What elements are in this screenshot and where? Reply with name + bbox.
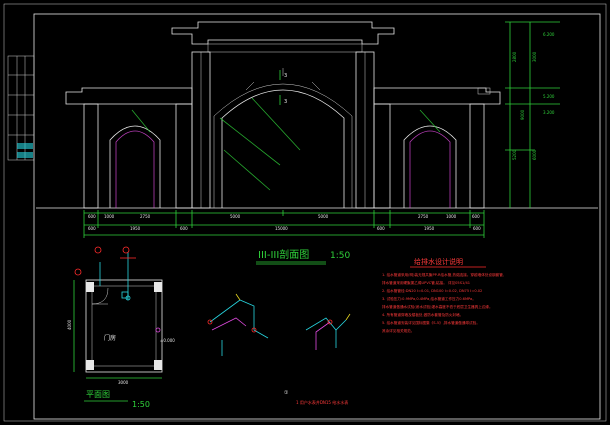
note-item-5: 排水管道做通水试验(闭水试验)灌水高度不低于底层卫生器具上边缘。 bbox=[382, 304, 493, 309]
top-dim-6: 2750 bbox=[418, 214, 429, 219]
bottom-dim-7: 600 bbox=[473, 226, 481, 231]
bottom-dim-5: 600 bbox=[377, 226, 385, 231]
top-dim-1: 600 bbox=[88, 214, 96, 219]
top-dim-4: 5000 bbox=[230, 214, 241, 219]
plan-height-dim: 4000 bbox=[67, 319, 72, 330]
floor-plan: 门房 ±0.000 3000 4000 bbox=[67, 246, 175, 385]
left-wing-cornice bbox=[65, 87, 193, 105]
plan-width-dim: 3000 bbox=[118, 380, 129, 385]
note-item-8: 其余详见相关规范。 bbox=[382, 328, 414, 333]
top-dimension-labels: 600 1000 2750 5000 5000 2750 1000 600 bbox=[88, 214, 480, 219]
note-item-4: 3. 试验压力:0.9MPa,0.4MPa,给水管道工作压力0.6MPa。 bbox=[382, 296, 476, 301]
top-dim-8: 600 bbox=[472, 214, 480, 219]
horizontal-dimensions bbox=[83, 210, 485, 238]
section-title-group: III-III剖面图 1:50 bbox=[256, 248, 350, 265]
height-dim-1: 2800 bbox=[512, 51, 517, 62]
left-title-block bbox=[7, 55, 35, 161]
section-cut-marks: 3 3 bbox=[279, 70, 287, 105]
height-dim-2: 3000 bbox=[532, 51, 537, 62]
notes-title: 给排水设计说明 bbox=[414, 257, 463, 266]
top-dim-2: 1000 bbox=[104, 214, 115, 219]
bottom-dim-2: 1950 bbox=[130, 226, 141, 231]
bottom-dimension-labels: 600 1950 600 15000 600 1950 600 bbox=[88, 226, 481, 231]
top-dim-7: 1000 bbox=[446, 214, 457, 219]
level-mark-1: 6.200 bbox=[543, 32, 555, 37]
bottom-dim-3: 600 bbox=[180, 226, 188, 231]
pipe-isometric-1 bbox=[207, 293, 269, 356]
height-dim-4: 6000 bbox=[532, 149, 537, 160]
pipe-isometric-2 bbox=[305, 313, 351, 350]
section-elevation bbox=[36, 21, 598, 209]
plan-room-label: 门房 bbox=[104, 334, 116, 342]
note-item-6: 4. 所有管道穿墙及楼板处,做防水套管及防火封堵。 bbox=[382, 312, 463, 317]
plan-title: 平面图 bbox=[86, 390, 110, 399]
central-roof-cornice bbox=[171, 21, 395, 45]
pipe-legend: ① 1 用户水表井DN15 给水水表 bbox=[284, 390, 348, 405]
plan-elevation: ±0.000 bbox=[160, 338, 175, 343]
level-mark-2: 5.200 bbox=[543, 94, 555, 99]
top-dim-3: 2750 bbox=[140, 214, 151, 219]
inner-frame bbox=[33, 13, 601, 420]
height-dim-5: 9000 bbox=[520, 109, 525, 120]
note-item-3: 2. 给水管管径:DN20 I=0.01, DN100 I=0.02, DN75… bbox=[382, 288, 482, 293]
bottom-dim-1: 600 bbox=[88, 226, 96, 231]
bottom-dim-4: 15000 bbox=[275, 226, 288, 231]
right-wing-cornice bbox=[373, 87, 501, 105]
note-item-1: 1. 给水管道采用(明)装无规共聚PP-R给水管,热熔连接。穿越墙体处设钢套管, bbox=[382, 272, 504, 277]
plan-scale: 1:50 bbox=[132, 400, 150, 409]
note-item-7: 5. 给水管道安装详见国标图集《S-5》,排水管道做通球试验。 bbox=[382, 320, 480, 325]
height-dimensions: 2800 3000 5200 6000 9000 6.200 5.200 3.2… bbox=[505, 21, 560, 208]
plan-outer-wall bbox=[85, 279, 163, 373]
design-notes: 给排水设计说明 1. 给水管道采用(明)装无规共聚PP-R给水管,热熔连接。穿越… bbox=[382, 257, 504, 333]
section-scale: 1:50 bbox=[330, 251, 350, 261]
plan-title-group: 平面图 1:50 bbox=[84, 390, 150, 409]
legend-text: 1 用户水表井DN15 给水水表 bbox=[296, 399, 348, 405]
plan-inner-wall bbox=[91, 285, 157, 367]
outer-frame bbox=[3, 3, 607, 422]
central-arch bbox=[221, 89, 345, 208]
top-dim-5: 5000 bbox=[318, 214, 329, 219]
section-mark-1: 3 bbox=[284, 73, 287, 79]
section-title: III-III剖面图 bbox=[258, 248, 309, 261]
section-mark-2: 3 bbox=[284, 99, 287, 105]
left-side-arch bbox=[109, 125, 161, 208]
bottom-dim-6: 1950 bbox=[424, 226, 435, 231]
right-side-arch bbox=[403, 125, 457, 208]
level-mark-3: 3.200 bbox=[543, 110, 555, 115]
legend-symbol: ① bbox=[284, 390, 289, 396]
note-item-2: 排水管道采用硬聚氯乙烯UPVC管,粘接。 详见05S1/41 bbox=[382, 280, 470, 285]
height-dim-3: 5200 bbox=[512, 149, 517, 160]
